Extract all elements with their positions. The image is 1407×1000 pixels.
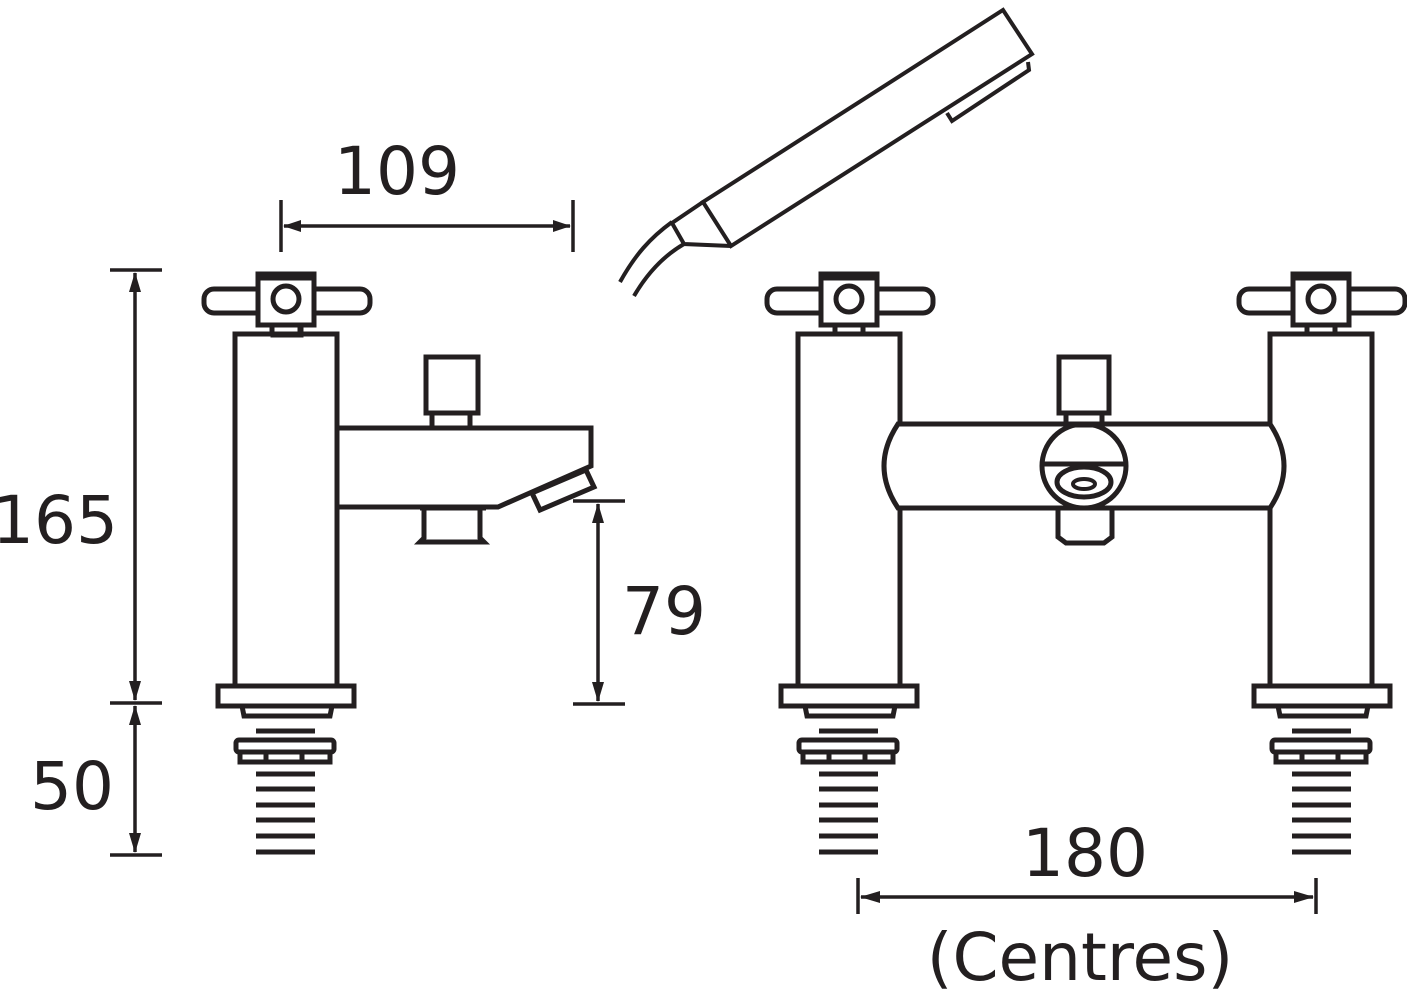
dimension-spout-projection: 109: [279, 133, 575, 252]
front-view: [764, 271, 1407, 855]
label-50: 50: [30, 748, 114, 825]
dimension-centres: 180 (Centres): [856, 815, 1318, 996]
front-left-handle-icon: [764, 271, 936, 337]
dimension-spout-height: 79: [573, 499, 706, 706]
diverter-ball: [1039, 421, 1129, 511]
shower-handset: [618, 7, 1035, 298]
label-180: 180: [1022, 815, 1148, 892]
side-diverter-knob: [423, 354, 481, 416]
front-left-threads: [819, 771, 878, 855]
label-109: 109: [334, 133, 460, 210]
spout-aerator: [528, 466, 598, 514]
front-diverter-knob: [1056, 354, 1112, 416]
label-165: 165: [0, 482, 118, 559]
label-centres: (Centres): [927, 919, 1234, 996]
front-right-threads: [1292, 771, 1351, 855]
front-right-pillar: [1267, 331, 1375, 689]
front-left-pillar: [795, 331, 903, 689]
side-handle-icon: [201, 271, 373, 338]
side-outlet: [413, 505, 491, 545]
dimension-overall-height: 165: [0, 268, 162, 705]
front-outlet: [1055, 508, 1115, 546]
side-body: [232, 331, 340, 689]
front-right-handle-icon: [1236, 271, 1407, 337]
side-base-plate: [215, 683, 357, 709]
side-threads: [256, 771, 315, 855]
side-view: [201, 271, 598, 855]
dimension-tail-length: 50: [30, 705, 162, 857]
label-79: 79: [622, 573, 706, 650]
